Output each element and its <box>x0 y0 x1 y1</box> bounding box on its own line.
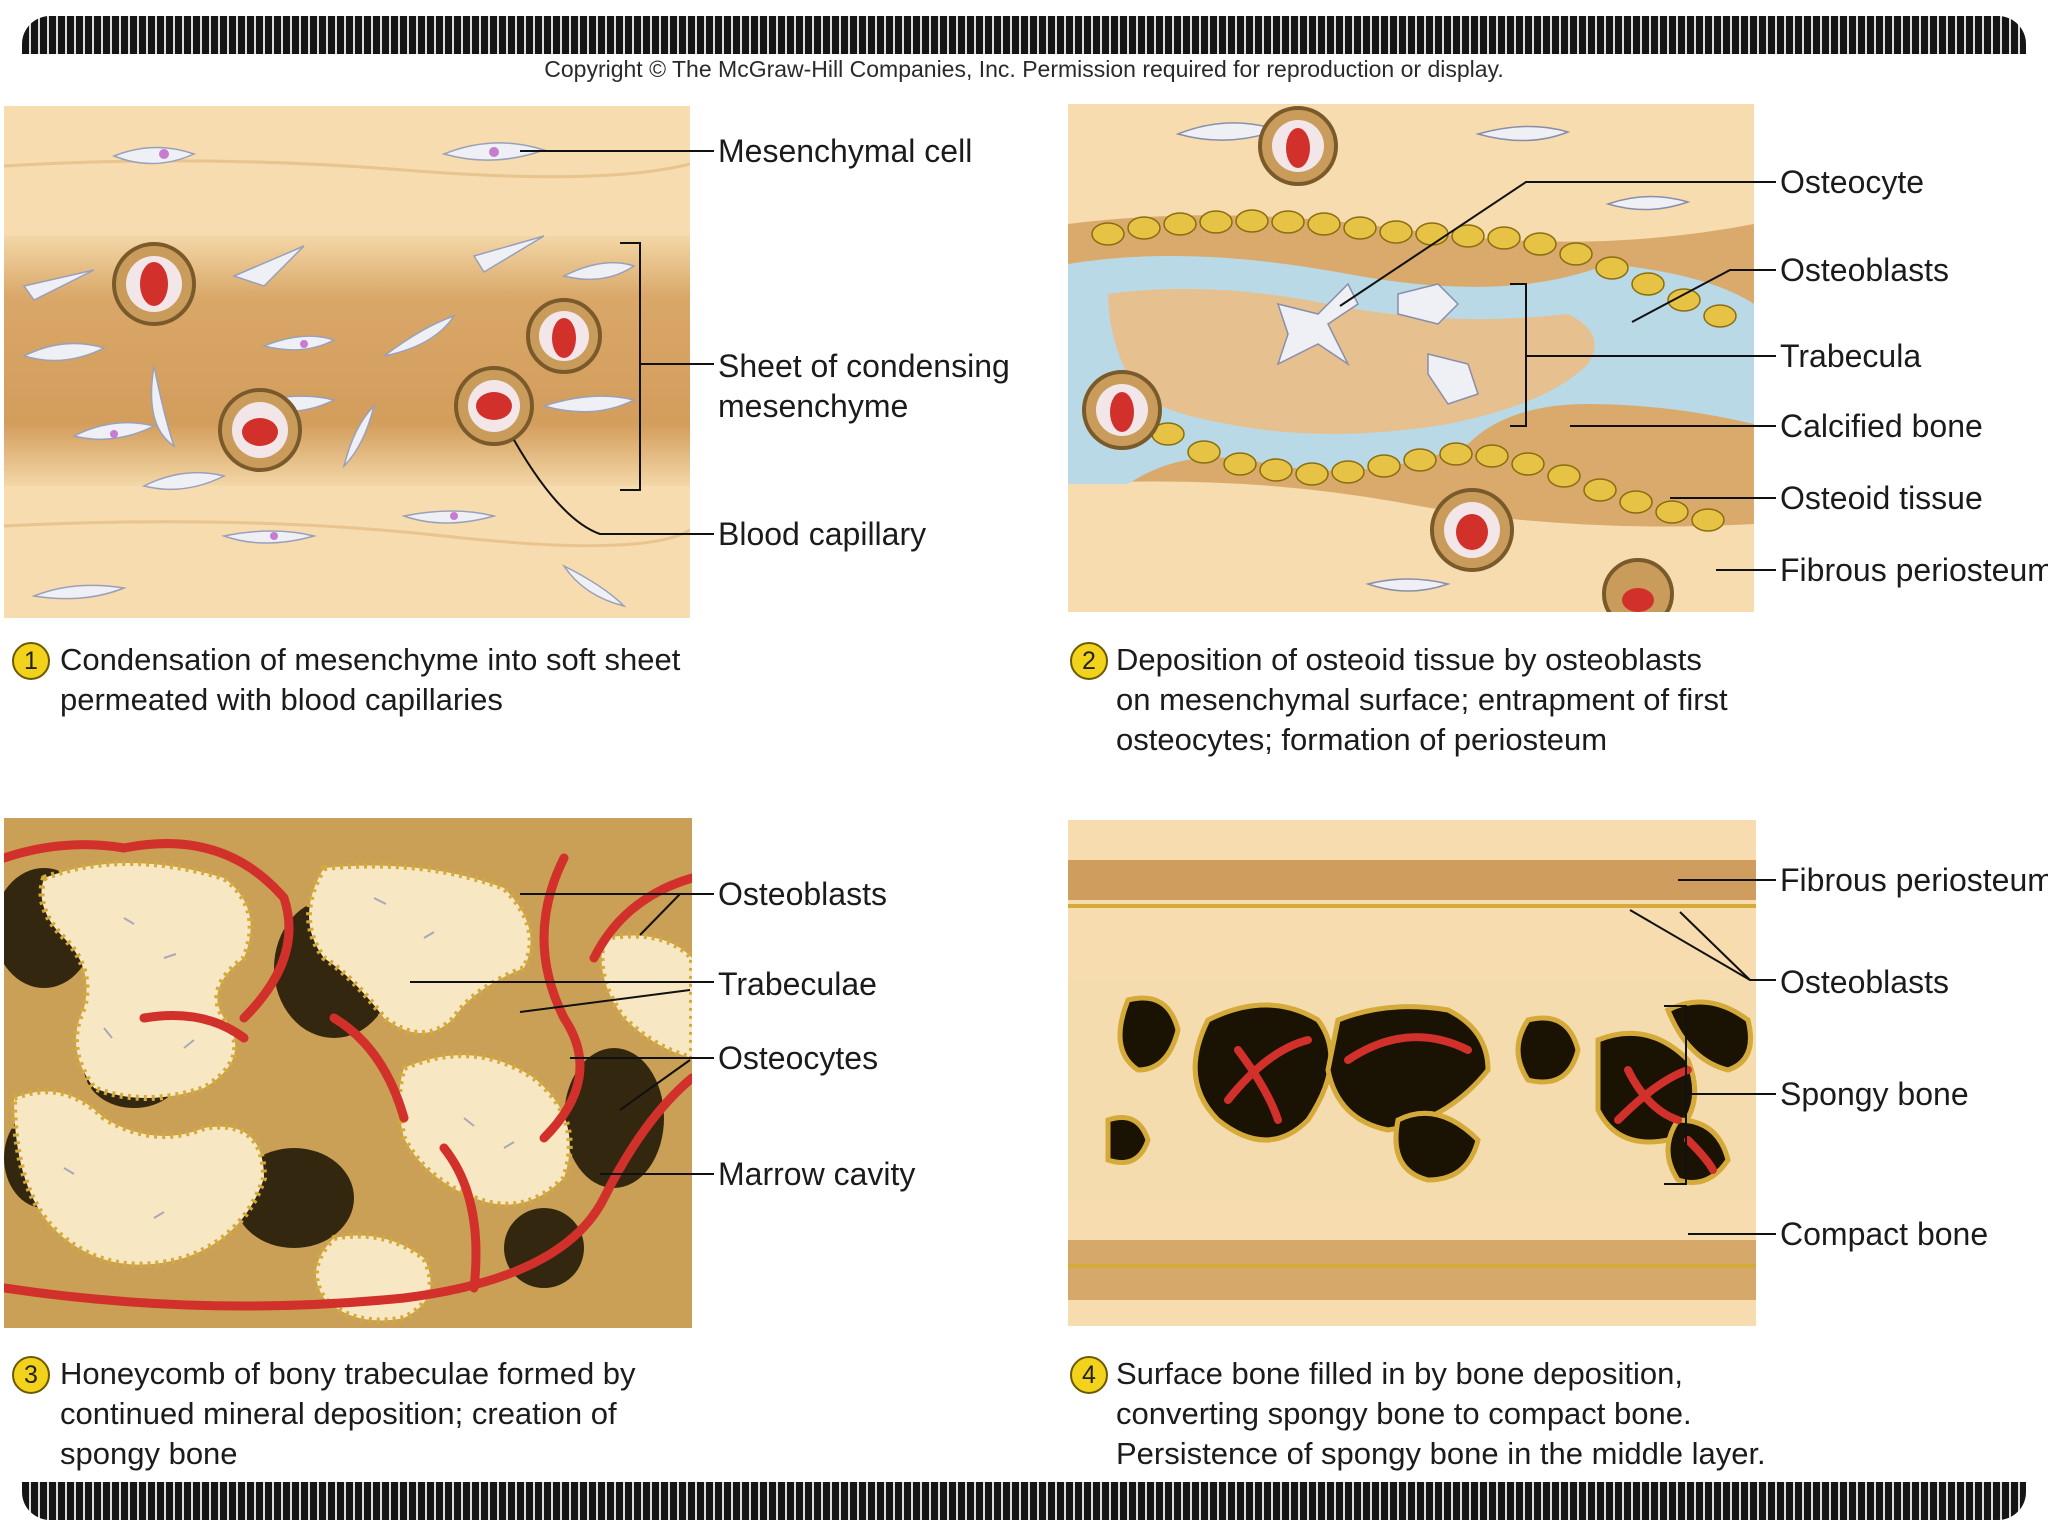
step-2-badge: 2 <box>1070 642 1108 680</box>
label-trabeculae: Trabeculae <box>718 966 877 1002</box>
label-calcified-bone: Calcified bone <box>1780 408 1983 444</box>
label-marrow-cavity: Marrow cavity <box>718 1156 916 1192</box>
label-osteoblasts: Osteoblasts <box>1780 964 1949 1000</box>
step-4-badge: 4 <box>1070 1356 1108 1394</box>
label-osteoid-tissue: Osteoid tissue <box>1780 480 1983 516</box>
label-osteoblasts: Osteoblasts <box>1780 252 1949 288</box>
film-strip-top <box>22 16 2026 54</box>
caption-step-3: Honeycomb of bony trabeculae formed by c… <box>60 1356 636 1471</box>
panel-1-illustration <box>4 106 690 618</box>
step-3-badge: 3 <box>12 1356 50 1394</box>
film-strip-bottom <box>22 1482 2026 1520</box>
label-fibrous-periosteum: Fibrous periosteum <box>1780 552 2048 588</box>
copyright-notice: Copyright © The McGraw-Hill Companies, I… <box>544 56 1504 82</box>
label-osteocytes: Osteocytes <box>718 1040 879 1076</box>
label-osteoblasts: Osteoblasts <box>718 876 887 912</box>
label-osteocyte: Osteocyte <box>1780 164 1925 200</box>
panel-4-illustration <box>1068 820 1756 1326</box>
caption-step-2: Deposition of osteoid tissue by osteobla… <box>1116 642 1728 757</box>
label-mesenchymal-cell: Mesenchymal cell <box>718 133 973 169</box>
label-spongy-bone: Spongy bone <box>1780 1076 1969 1112</box>
label-sheet-of-condensing: Sheet of condensing <box>718 348 1010 384</box>
label-compact-bone: Compact bone <box>1780 1216 1989 1252</box>
label-mesenchyme: mesenchyme <box>718 388 909 424</box>
caption-step-4: Surface bone filled in by bone depositio… <box>1116 1356 1766 1471</box>
label-blood-capillary: Blood capillary <box>718 516 927 552</box>
label-trabecula: Trabecula <box>1780 338 1922 374</box>
label-fibrous-periosteum: Fibrous periosteum <box>1780 862 2048 898</box>
panel-2-illustration <box>1068 104 1754 612</box>
panel-3-illustration <box>4 818 692 1328</box>
caption-step-1: Condensation of mesenchyme into soft she… <box>60 642 681 717</box>
step-1-badge: 1 <box>12 642 50 680</box>
